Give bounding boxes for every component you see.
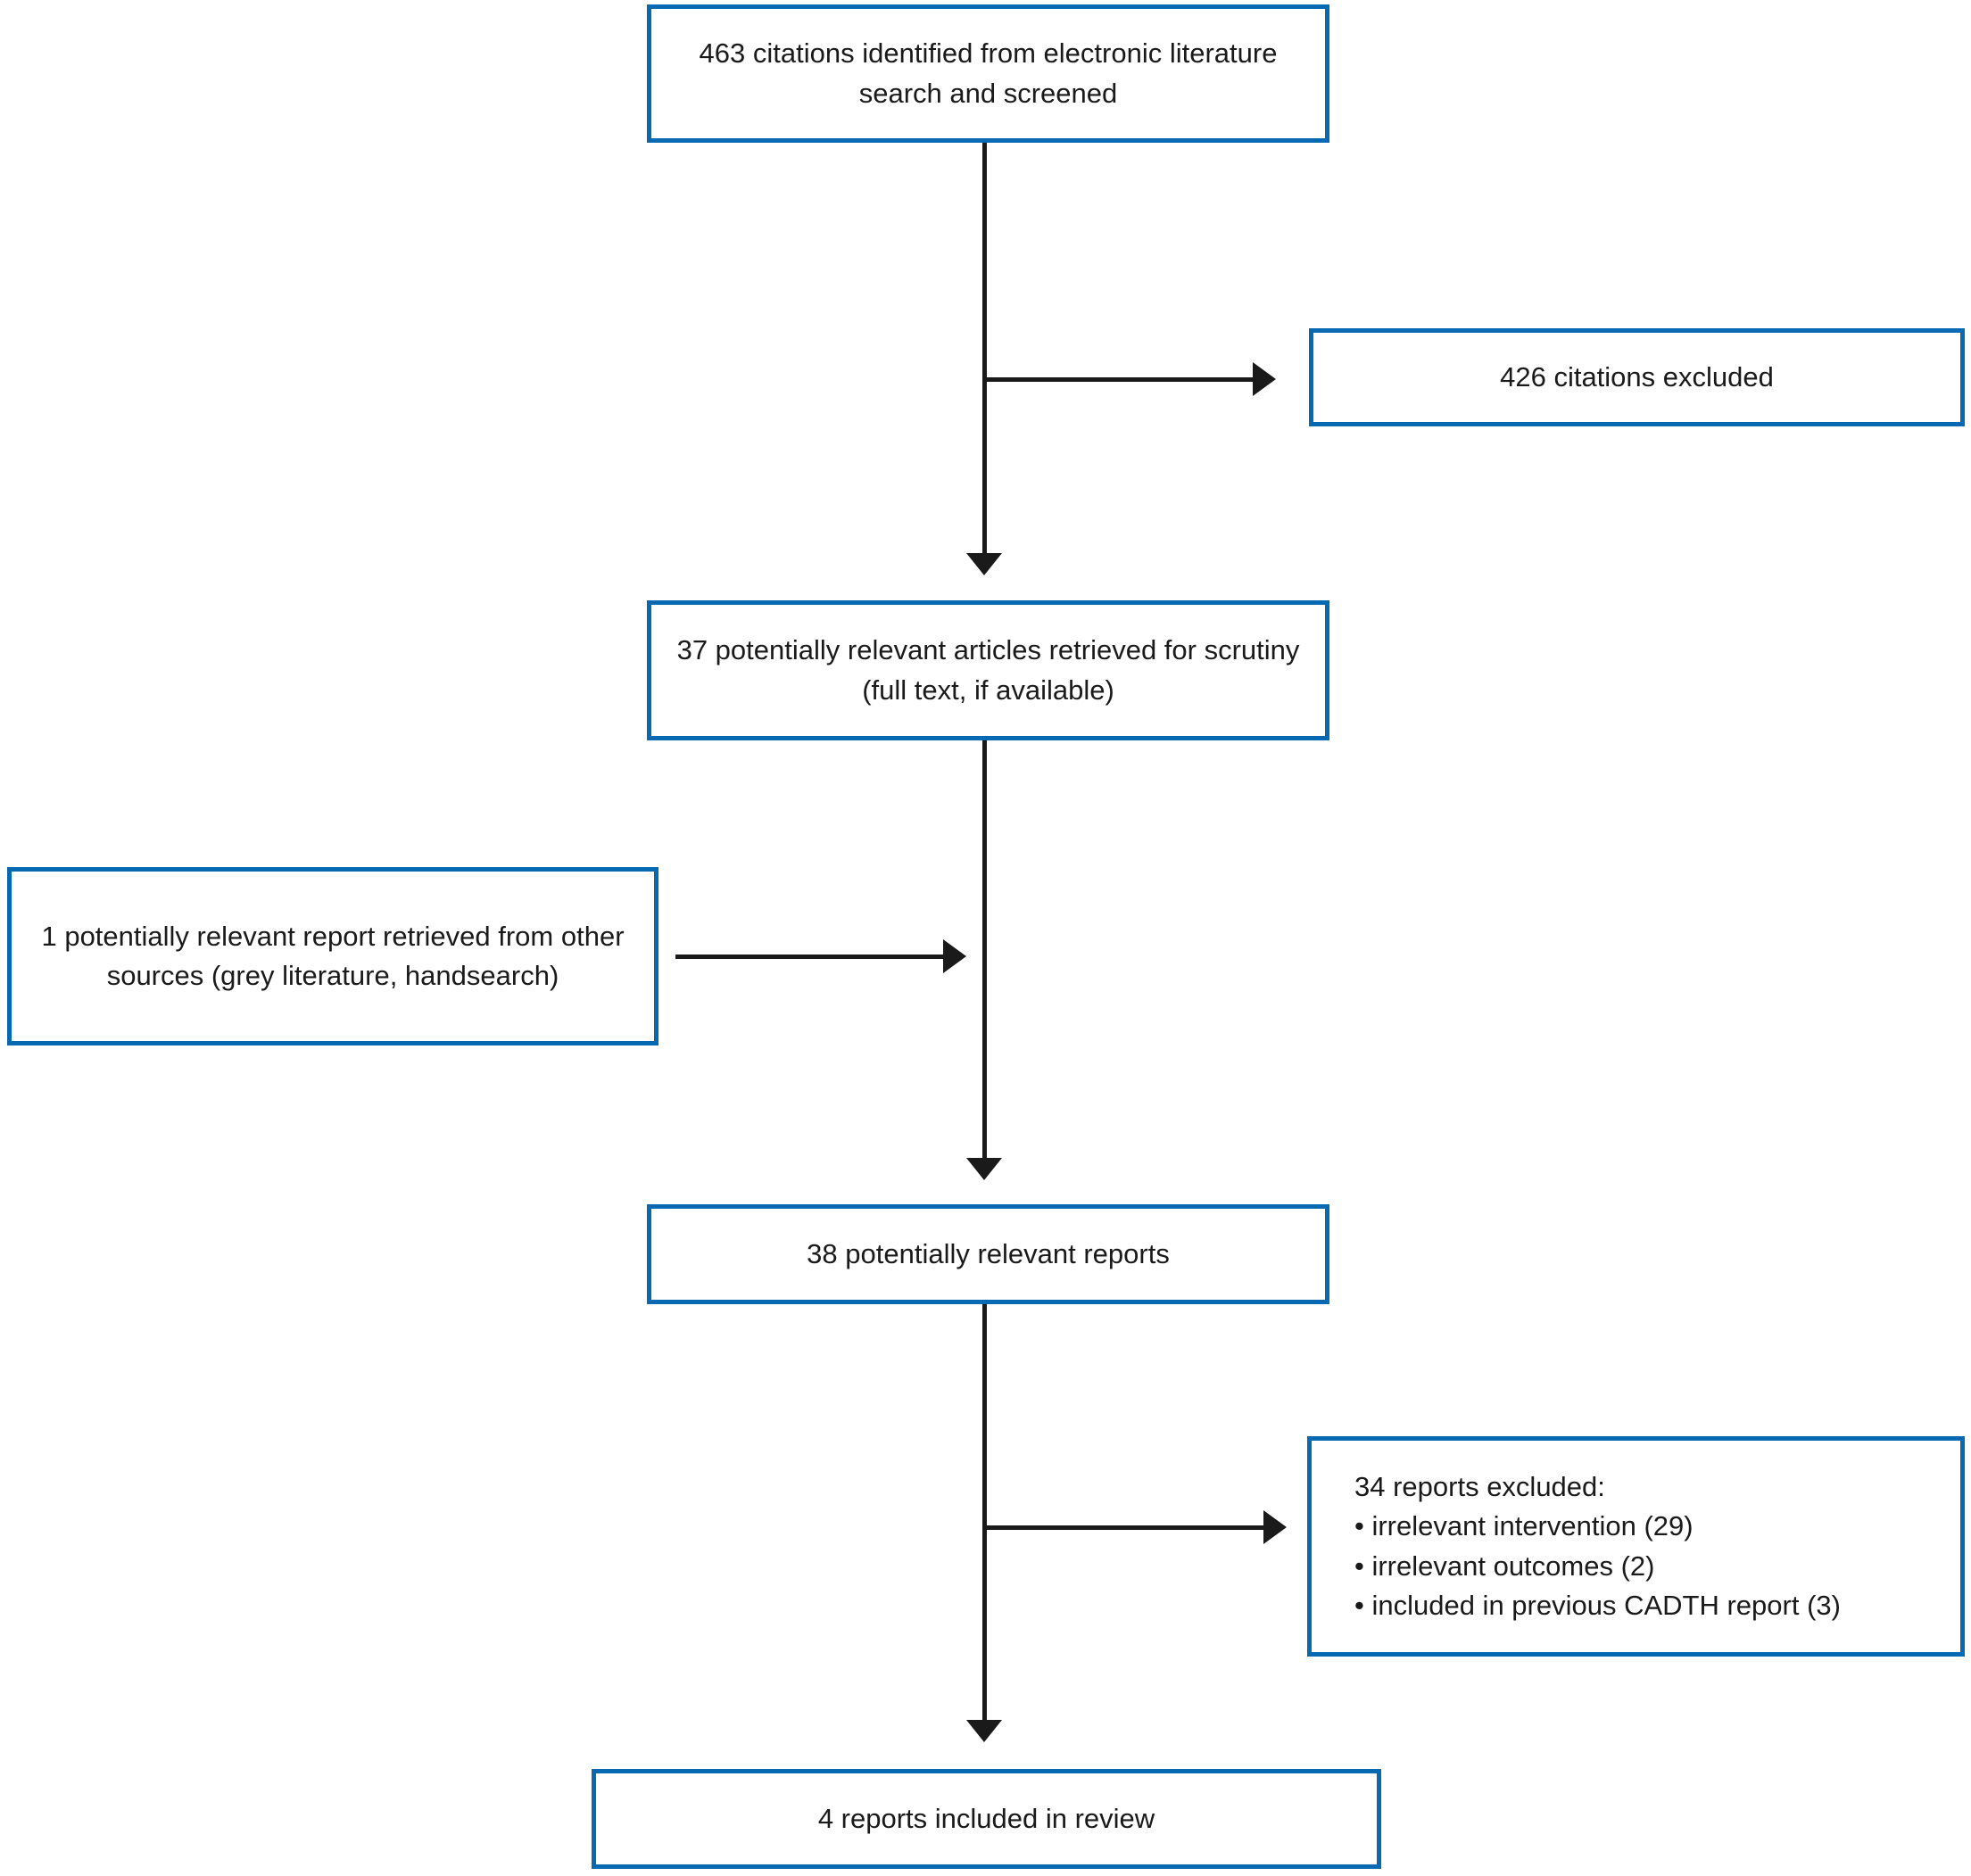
reports-excluded-bullet-3: • included in previous CADTH report (3) [1354, 1589, 1841, 1621]
arrow-reports-to-included-line [982, 1304, 987, 1720]
node-citations-excluded-label: 426 citations excluded [1500, 360, 1774, 393]
arrow-other-sources-line [675, 955, 943, 959]
reports-excluded-bullet-1: • irrelevant intervention (29) [1354, 1510, 1694, 1542]
node-articles-retrieved: 37 potentially relevant articles retriev… [647, 600, 1329, 740]
arrow-retrieved-to-reports-line [982, 740, 987, 1158]
arrow-retrieved-to-reports-arrowhead-icon [966, 1158, 1002, 1180]
arrow-identified-to-retrieved-line [982, 143, 987, 553]
node-articles-retrieved-label: 37 potentially relevant articles retriev… [676, 634, 1300, 706]
arrow-identified-to-retrieved-arrowhead-icon [966, 553, 1002, 575]
node-other-sources: 1 potentially relevant report retrieved … [7, 867, 658, 1045]
node-relevant-reports: 38 potentially relevant reports [647, 1204, 1329, 1304]
node-citations-identified: 463 citations identified from electronic… [647, 4, 1329, 143]
reports-excluded-heading: 34 reports excluded: [1354, 1471, 1605, 1503]
node-other-sources-label: 1 potentially relevant report retrieved … [41, 920, 625, 991]
node-included-in-review-label: 4 reports included in review [817, 1802, 1155, 1834]
arrow-reports-to-included-arrowhead-icon [966, 1720, 1002, 1742]
arrow-to-citations-excluded-arrowhead-icon [1253, 362, 1276, 396]
node-reports-excluded: 34 reports excluded: • irrelevant interv… [1307, 1436, 1965, 1657]
node-citations-excluded: 426 citations excluded [1309, 328, 1965, 426]
reports-excluded-bullet-2: • irrelevant outcomes (2) [1354, 1550, 1655, 1582]
arrow-to-reports-excluded-arrowhead-icon [1263, 1510, 1287, 1544]
reports-excluded-list: 34 reports excluded: • irrelevant interv… [1312, 1467, 1859, 1624]
arrow-to-citations-excluded-line [984, 377, 1253, 382]
arrow-to-reports-excluded-line [984, 1525, 1263, 1530]
node-citations-identified-label: 463 citations identified from electronic… [699, 37, 1278, 109]
arrow-other-sources-arrowhead-icon [943, 939, 966, 973]
node-included-in-review: 4 reports included in review [592, 1769, 1381, 1869]
node-relevant-reports-label: 38 potentially relevant reports [807, 1237, 1170, 1269]
